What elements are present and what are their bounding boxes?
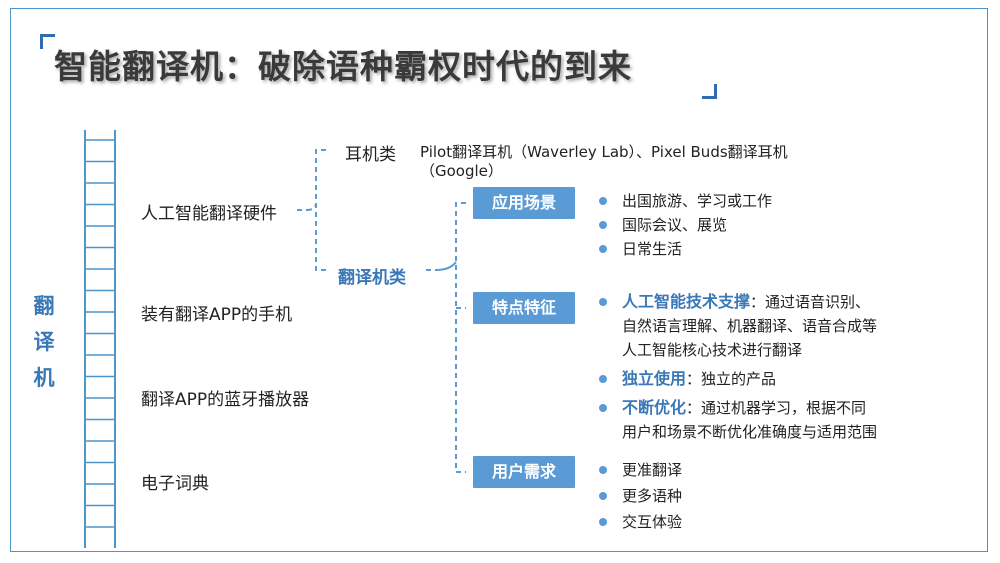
earphone-examples-line1: Pilot翻译耳机（Waverley Lab）、Pixel Buds翻译耳机 — [420, 143, 788, 161]
ladder-label-char: 译 — [33, 330, 55, 354]
category-ai-hardware: 人工智能翻译硬件 — [141, 204, 277, 224]
slide-frame — [10, 8, 988, 552]
scenarios-list: 出国旅游、学习或工作 国际会议、展览 日常生活 — [597, 189, 772, 261]
earphone-examples-line2: （Google） — [420, 162, 503, 180]
title-bracket-bottom-right — [702, 84, 717, 99]
aspect-box-scenarios: 应用场景 — [473, 187, 575, 219]
list-item-text: 出国旅游、学习或工作 — [622, 192, 773, 210]
aspect-box-features: 特点特征 — [473, 292, 575, 324]
list-item: 独立使用：独立的产品 — [597, 367, 877, 391]
ladder-graphic — [84, 130, 116, 548]
list-item-continuation: 自然语言理解、机器翻译、语音合成等 — [597, 314, 877, 338]
list-item-text: 用户和场景不断优化准确度与适用范围 — [622, 423, 878, 441]
list-item-text: 日常生活 — [622, 240, 683, 258]
list-item-text: ：通过语音识别、 — [750, 293, 871, 311]
list-item: 不断优化：通过机器学习，根据不同 — [597, 396, 877, 420]
category-e-dictionary: 电子词典 — [141, 474, 209, 494]
bullet-icon — [599, 197, 607, 205]
user-needs-list: 更准翻译 更多语种 交互体验 — [597, 457, 682, 535]
list-item: 更多语种 — [597, 483, 682, 509]
list-item: 日常生活 — [597, 237, 772, 261]
list-item-text: 交互体验 — [622, 513, 683, 531]
aspect-box-user-needs: 用户需求 — [473, 456, 575, 488]
bullet-icon — [599, 298, 607, 306]
feature-highlight: 独立使用 — [622, 369, 687, 388]
feature-highlight: 人工智能技术支撑 — [622, 292, 751, 311]
list-item-text: ：通过机器学习，根据不同 — [686, 399, 867, 417]
list-item-text: ：独立的产品 — [686, 370, 777, 388]
bullet-icon — [599, 245, 607, 253]
list-item: 国际会议、展览 — [597, 213, 772, 237]
list-item-text: 国际会议、展览 — [622, 216, 728, 234]
bullet-icon — [599, 492, 607, 500]
list-item-continuation: 人工智能核心技术进行翻译 — [597, 338, 877, 362]
ladder-label: 翻 译 机 — [32, 288, 56, 396]
list-item: 人工智能技术支撑：通过语音识别、 — [597, 290, 877, 314]
features-list: 人工智能技术支撑：通过语音识别、 自然语言理解、机器翻译、语音合成等 人工智能核… — [597, 290, 877, 444]
branch-translator-label: 翻译机类 — [338, 268, 406, 288]
list-item-continuation: 用户和场景不断优化准确度与适用范围 — [597, 420, 877, 444]
ladder-label-char: 机 — [33, 366, 55, 390]
bullet-icon — [599, 221, 607, 229]
category-phone-app: 装有翻译APP的手机 — [141, 305, 293, 325]
list-item: 交互体验 — [597, 509, 682, 535]
list-item-text: 更多语种 — [622, 487, 683, 505]
bullet-icon — [599, 518, 607, 526]
list-item: 出国旅游、学习或工作 — [597, 189, 772, 213]
bullet-icon — [599, 466, 607, 474]
branch-earphone-label: 耳机类 — [345, 145, 396, 165]
bullet-icon — [599, 375, 607, 383]
title-bracket-top-left — [40, 34, 55, 49]
category-bluetooth-player: 翻译APP的蓝牙播放器 — [141, 390, 310, 410]
list-item: 更准翻译 — [597, 457, 682, 483]
feature-highlight: 不断优化 — [622, 398, 687, 417]
bullet-icon — [599, 404, 607, 412]
list-item-text: 更准翻译 — [622, 461, 683, 479]
list-item-text: 人工智能核心技术进行翻译 — [622, 341, 803, 359]
ladder-label-char: 翻 — [33, 294, 55, 318]
slide-title: 智能翻译机：破除语种霸权时代的到来 — [54, 47, 632, 86]
list-item-text: 自然语言理解、机器翻译、语音合成等 — [622, 317, 878, 335]
